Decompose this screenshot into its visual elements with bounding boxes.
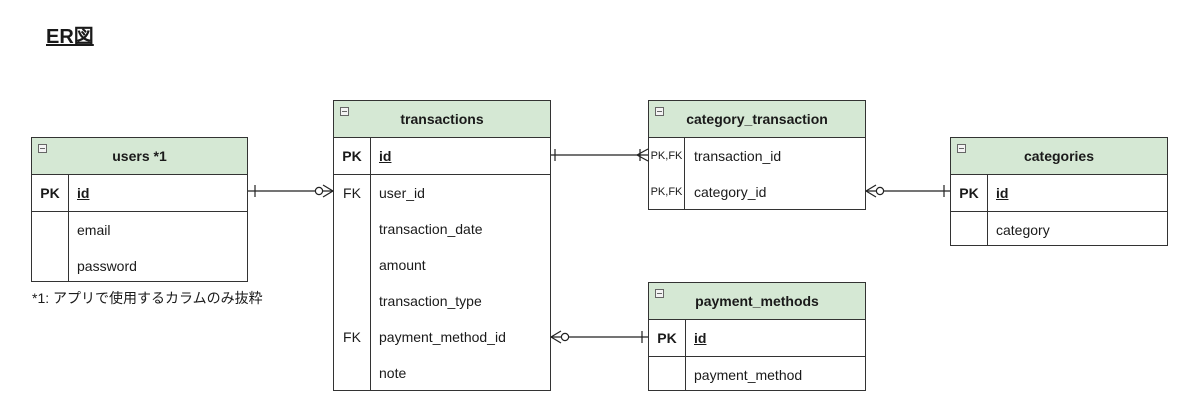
collapse-icon[interactable] (38, 144, 47, 153)
table-row: transaction_date (334, 211, 550, 247)
table-row: FK user_id (334, 175, 550, 211)
entity-header: categories (951, 138, 1167, 175)
table-row: PK id (334, 138, 550, 175)
key-label (334, 283, 370, 319)
field-name: id (694, 330, 707, 346)
entity-title: users *1 (112, 148, 167, 164)
entity-header: transactions (334, 101, 550, 138)
entity-title: category_transaction (686, 111, 828, 127)
entity-header: payment_methods (649, 283, 865, 320)
column-divider (685, 320, 686, 390)
key-label (649, 357, 685, 393)
table-row: FK payment_method_id (334, 319, 550, 355)
key-label: FK (343, 185, 361, 201)
column-divider (68, 175, 69, 281)
entity-title: categories (1023, 148, 1095, 164)
key-label: PK (40, 185, 60, 201)
table-row: email (32, 212, 247, 248)
collapse-icon[interactable] (957, 144, 966, 153)
entity-title: transactions (400, 111, 484, 127)
entity-transactions[interactable]: transactions PK id FK user_id transactio… (333, 100, 551, 391)
entity-category-transaction[interactable]: category_transaction PK,FK transaction_i… (648, 100, 866, 210)
key-label (32, 248, 68, 284)
key-label (334, 211, 370, 247)
entity-header: category_transaction (649, 101, 865, 138)
column-divider (987, 175, 988, 245)
table-row: PK id (649, 320, 865, 357)
key-label (32, 212, 68, 248)
field-name: password (77, 258, 137, 274)
collapse-icon[interactable] (655, 289, 664, 298)
table-row: amount (334, 247, 550, 283)
field-name: email (77, 222, 111, 238)
table-row: PK,FK category_id (649, 174, 865, 210)
field-name: id (77, 185, 90, 201)
relation-transactions-category-transaction[interactable] (551, 148, 649, 162)
key-label: FK (343, 329, 361, 345)
table-row: password (32, 248, 247, 284)
field-name: note (379, 365, 407, 381)
column-divider (684, 138, 685, 209)
collapse-icon[interactable] (340, 107, 349, 116)
key-label: PK (657, 330, 677, 346)
key-label (334, 355, 370, 391)
relation-users-transactions[interactable] (248, 184, 334, 198)
field-name: transaction_type (379, 293, 482, 309)
entity-header: users *1 (32, 138, 247, 175)
collapse-icon[interactable] (655, 107, 664, 116)
page-title: ER図 (46, 26, 94, 48)
entity-payment-methods[interactable]: payment_methods PK id payment_method (648, 282, 866, 391)
table-row: transaction_type (334, 283, 550, 319)
key-label: PK,FK (650, 150, 683, 162)
key-label: PK,FK (650, 186, 683, 198)
key-label: PK (342, 148, 362, 164)
field-name: amount (379, 257, 426, 273)
footnote: *1: アプリで使用するカラムのみ抜粋 (32, 290, 263, 306)
entity-title: payment_methods (695, 293, 819, 309)
field-name: user_id (379, 185, 425, 201)
table-row: payment_method (649, 357, 865, 393)
table-row: PK,FK transaction_id (649, 138, 865, 174)
column-divider (370, 138, 371, 390)
field-name: payment_method (694, 367, 803, 383)
table-row: category (951, 212, 1167, 248)
table-row: note (334, 355, 550, 391)
table-row: PK id (32, 175, 247, 212)
relation-transactions-payment-methods[interactable] (550, 330, 648, 344)
field-name: transaction_date (379, 221, 483, 237)
field-name: id (996, 185, 1009, 201)
table-row: PK id (951, 175, 1167, 212)
key-label (951, 212, 987, 248)
field-name: id (379, 148, 392, 164)
field-name: category (996, 222, 1050, 238)
entity-categories[interactable]: categories PK id category (950, 137, 1168, 246)
key-label (334, 247, 370, 283)
field-name: payment_method_id (379, 329, 506, 345)
key-label: PK (959, 185, 979, 201)
relation-category-transaction-categories[interactable] (865, 184, 950, 198)
entity-users[interactable]: users *1 PK id email password (31, 137, 248, 282)
field-name: category_id (694, 184, 767, 200)
field-name: transaction_id (694, 148, 782, 164)
